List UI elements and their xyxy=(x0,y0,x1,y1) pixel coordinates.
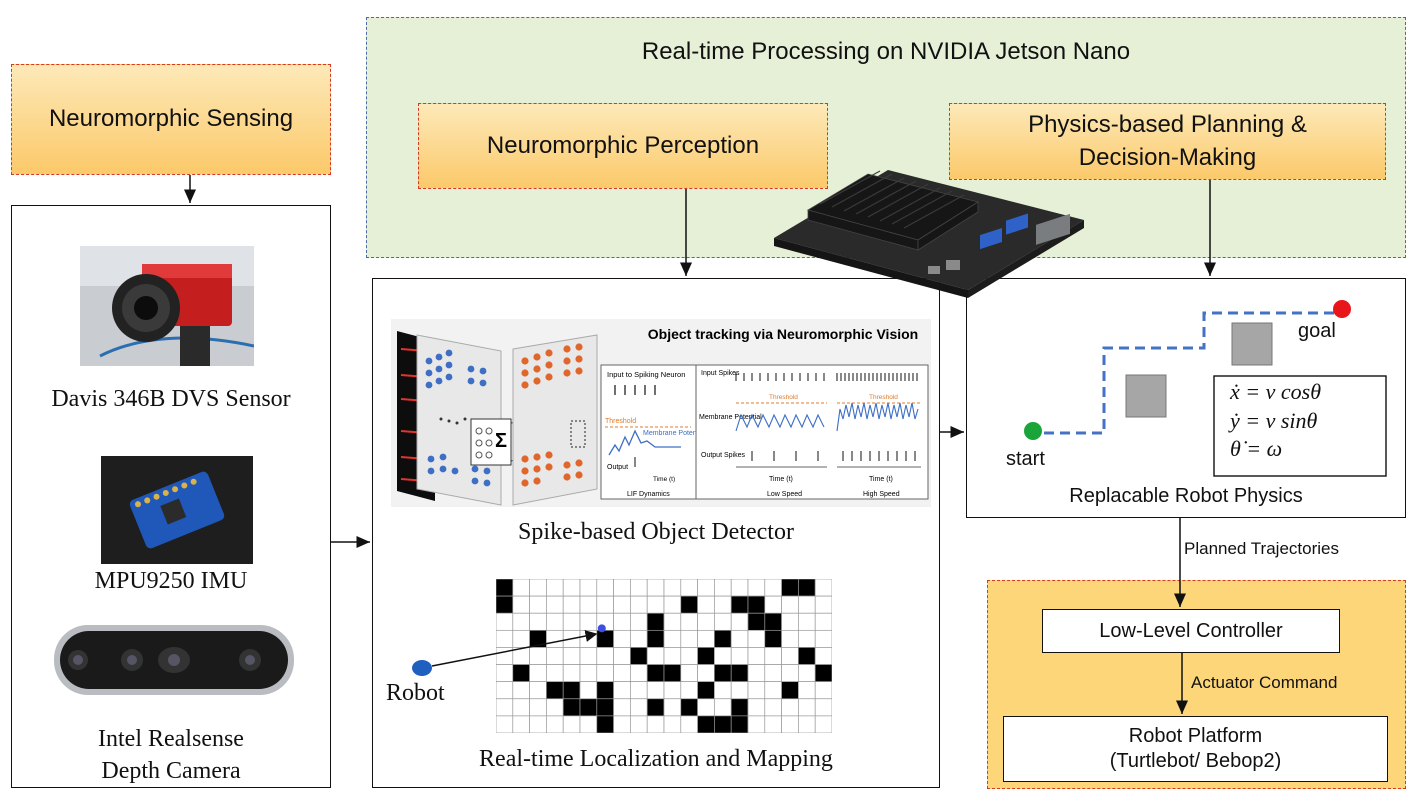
platform-line2: (Turtlebot/ Bebop2) xyxy=(1109,750,1282,772)
dvs-sensor-label: Davis 346B DVS Sensor xyxy=(51,386,291,412)
neuromorphic-perception-box: Neuromorphic Perception xyxy=(418,103,828,189)
physics-caption: Replacable Robot Physics xyxy=(1069,485,1303,507)
planned-trajectories-label: Planned Trajectories xyxy=(1184,539,1339,558)
tracking-panel-title: Object tracking via Neuromorphic Vision xyxy=(648,326,918,342)
jetson-title: Real-time Processing on NVIDIA Jetson Na… xyxy=(641,38,1131,65)
input-spikes-text: Input Spikes xyxy=(701,370,740,377)
depth-camera-label: Intel Realsense Depth Camera xyxy=(11,723,331,788)
low-time-text: Time (t) xyxy=(769,476,793,483)
depth-camera-image xyxy=(54,625,294,695)
imu-image xyxy=(101,456,253,564)
orange-neuron-layer xyxy=(521,343,583,487)
blue-neuron-layer xyxy=(425,349,491,487)
planning-decision-box: Physics-based Planning & Decision-Making xyxy=(949,103,1386,180)
membrane-potential-text: Membrane Potential xyxy=(699,414,762,421)
depth-label-line2: Depth Camera xyxy=(101,758,241,785)
planning-title-line1: Physics-based Planning & xyxy=(1028,111,1307,139)
obstacle-upper xyxy=(1231,322,1273,366)
platform-line1: Robot Platform xyxy=(1128,725,1263,747)
low-level-controller-box: Low-Level Controller xyxy=(1042,609,1340,653)
planning-title-line2: Decision-Making xyxy=(1078,143,1257,171)
low-speed-output-spikes xyxy=(751,451,819,461)
start-marker xyxy=(1024,422,1042,440)
low-threshold-text: Threshold xyxy=(769,394,798,401)
detector-caption: Spike-based Object Detector xyxy=(518,519,794,545)
planned-path xyxy=(1044,311,1336,435)
start-label: start xyxy=(1006,448,1045,470)
goal-label: goal xyxy=(1298,320,1336,342)
goal-marker xyxy=(1333,300,1351,318)
occupancy-grid xyxy=(496,579,832,733)
input-to-neuron-text: Input to Spiking Neuron xyxy=(607,370,685,379)
robot-label: Robot xyxy=(386,680,445,706)
obstacle-lower xyxy=(1125,374,1167,418)
neuromorphic-sensing-box: Neuromorphic Sensing xyxy=(11,64,331,175)
high-speed-output-spikes xyxy=(842,451,916,461)
dvs-camera-image xyxy=(80,246,254,366)
lif-time-text: Time (t) xyxy=(653,476,675,483)
llc-label: Low-Level Controller xyxy=(1099,619,1283,642)
robot-marker xyxy=(412,660,432,676)
high-speed-text: High Speed xyxy=(863,491,900,498)
low-speed-text: Low Speed xyxy=(767,491,802,498)
mapping-caption: Real-time Localization and Mapping xyxy=(479,746,833,772)
low-speed-input-spikes xyxy=(735,373,825,381)
perception-title: Neuromorphic Perception xyxy=(486,131,760,159)
high-time-text: Time (t) xyxy=(869,476,893,483)
equation-x: ẋ = v cosθ xyxy=(1230,379,1322,404)
robot-position-dot xyxy=(597,624,606,633)
heatsink xyxy=(806,173,979,251)
equation-theta: θ̇ = ω xyxy=(1230,436,1283,462)
lif-membrane-text: Membrane Potential xyxy=(643,430,706,437)
sigma-symbol: Σ xyxy=(495,430,507,452)
equation-y: ẏ = v sinθ xyxy=(1230,407,1318,433)
trajectory-plot xyxy=(1024,300,1387,477)
depth-label-line1: Intel Realsense xyxy=(98,726,244,752)
robot-pointer xyxy=(412,630,598,676)
actuator-command-label: Actuator Command xyxy=(1191,673,1338,692)
lif-dynamics-text: LIF Dynamics xyxy=(627,491,670,498)
high-threshold-text: Threshold xyxy=(869,394,898,401)
spike-detector-figure: Σ Object tracking via Neuromorphic Visio… xyxy=(391,319,931,507)
output-spikes-text: Output Spikes xyxy=(701,452,745,459)
kinematics-equations: ẋ = v cosθ ẏ = v sinθ θ̇ = ω xyxy=(1230,378,1321,464)
usb-ports xyxy=(980,213,1028,250)
robot-platform-box: Robot Platform (Turtlebot/ Bebop2) xyxy=(1003,716,1388,782)
sensing-title: Neuromorphic Sensing xyxy=(48,105,294,133)
jetson-nano-board-image xyxy=(774,170,1084,298)
high-speed-input-spikes xyxy=(836,373,918,381)
lif-output-text: Output xyxy=(607,464,628,471)
kinematics-box xyxy=(1213,375,1387,477)
imu-label: MPU9250 IMU xyxy=(94,568,248,594)
lif-threshold-text: Threshold xyxy=(605,418,636,425)
